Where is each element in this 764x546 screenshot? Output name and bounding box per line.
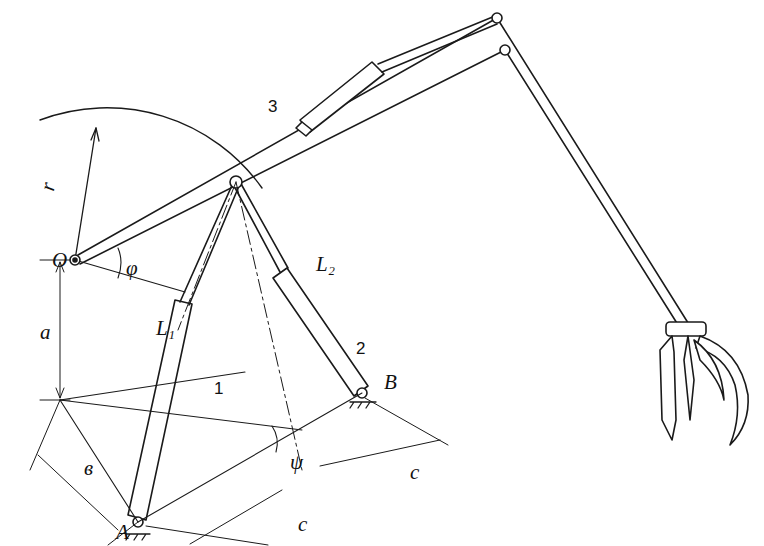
callout-number: 3: [268, 98, 277, 115]
dimension-label: a: [40, 322, 51, 343]
dimension-label: L₁: [156, 318, 175, 339]
dimension-label: φ: [126, 258, 138, 279]
dimension-label: ψ: [290, 452, 303, 473]
dimension-label: L₂: [316, 254, 335, 275]
dimension-label: r: [37, 181, 59, 193]
callout-number: 2: [356, 340, 365, 357]
dimension-label: c: [298, 514, 307, 535]
dimension-label: O: [52, 250, 67, 271]
dimension-label: в: [84, 458, 93, 479]
dimension-label: c: [410, 462, 419, 483]
callout-number: 1: [214, 380, 223, 397]
dimension-label: B: [384, 372, 397, 393]
dimension-label: A: [116, 522, 129, 543]
